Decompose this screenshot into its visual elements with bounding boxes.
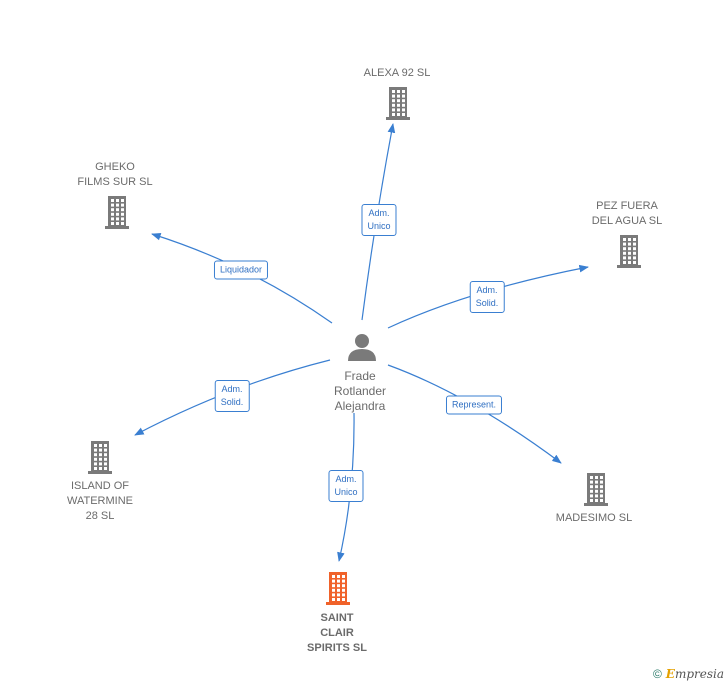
company-name-island[interactable]: ISLAND OF WATERMINE 28 SL [67,480,133,522]
building-icon-alexa[interactable] [386,87,410,120]
company-name-alexa[interactable]: ALEXA 92 SL [363,67,431,79]
person-name[interactable]: Frade Rotlander Alejandra [333,369,387,413]
building-icon-madesimo[interactable] [584,473,608,506]
building-icon-saint[interactable] [326,572,350,605]
copyright-symbol: © [652,667,662,681]
building-icon-pez[interactable] [617,235,641,268]
edge-label-gheko[interactable]: Liquidador [213,260,269,280]
person-icon[interactable] [348,334,376,361]
building-icon-gheko[interactable] [105,196,129,229]
brand-initial: E [665,667,675,681]
building-icon-island[interactable] [88,441,112,474]
edge-label-saint[interactable]: Adm. Unico [328,470,364,502]
company-name-saint[interactable]: SAINT CLAIR SPIRITS SL [307,612,367,654]
brand-name: mpresia [674,667,724,681]
company-name-pez[interactable]: PEZ FUERA DEL AGUA SL [591,200,663,227]
company-name-madesimo[interactable]: MADESIMO SL [555,512,633,524]
footer-brand: © Empresia [653,667,724,681]
brand-logo: Empresia [666,667,724,681]
company-name-gheko[interactable]: GHEKO FILMS SUR SL [77,161,153,188]
edge-label-island[interactable]: Adm. Solid. [214,380,250,412]
edge-label-alexa[interactable]: Adm. Unico [361,204,397,236]
edge-label-madesimo[interactable]: Represent. [445,395,503,415]
edge-label-pez[interactable]: Adm. Solid. [469,281,505,313]
